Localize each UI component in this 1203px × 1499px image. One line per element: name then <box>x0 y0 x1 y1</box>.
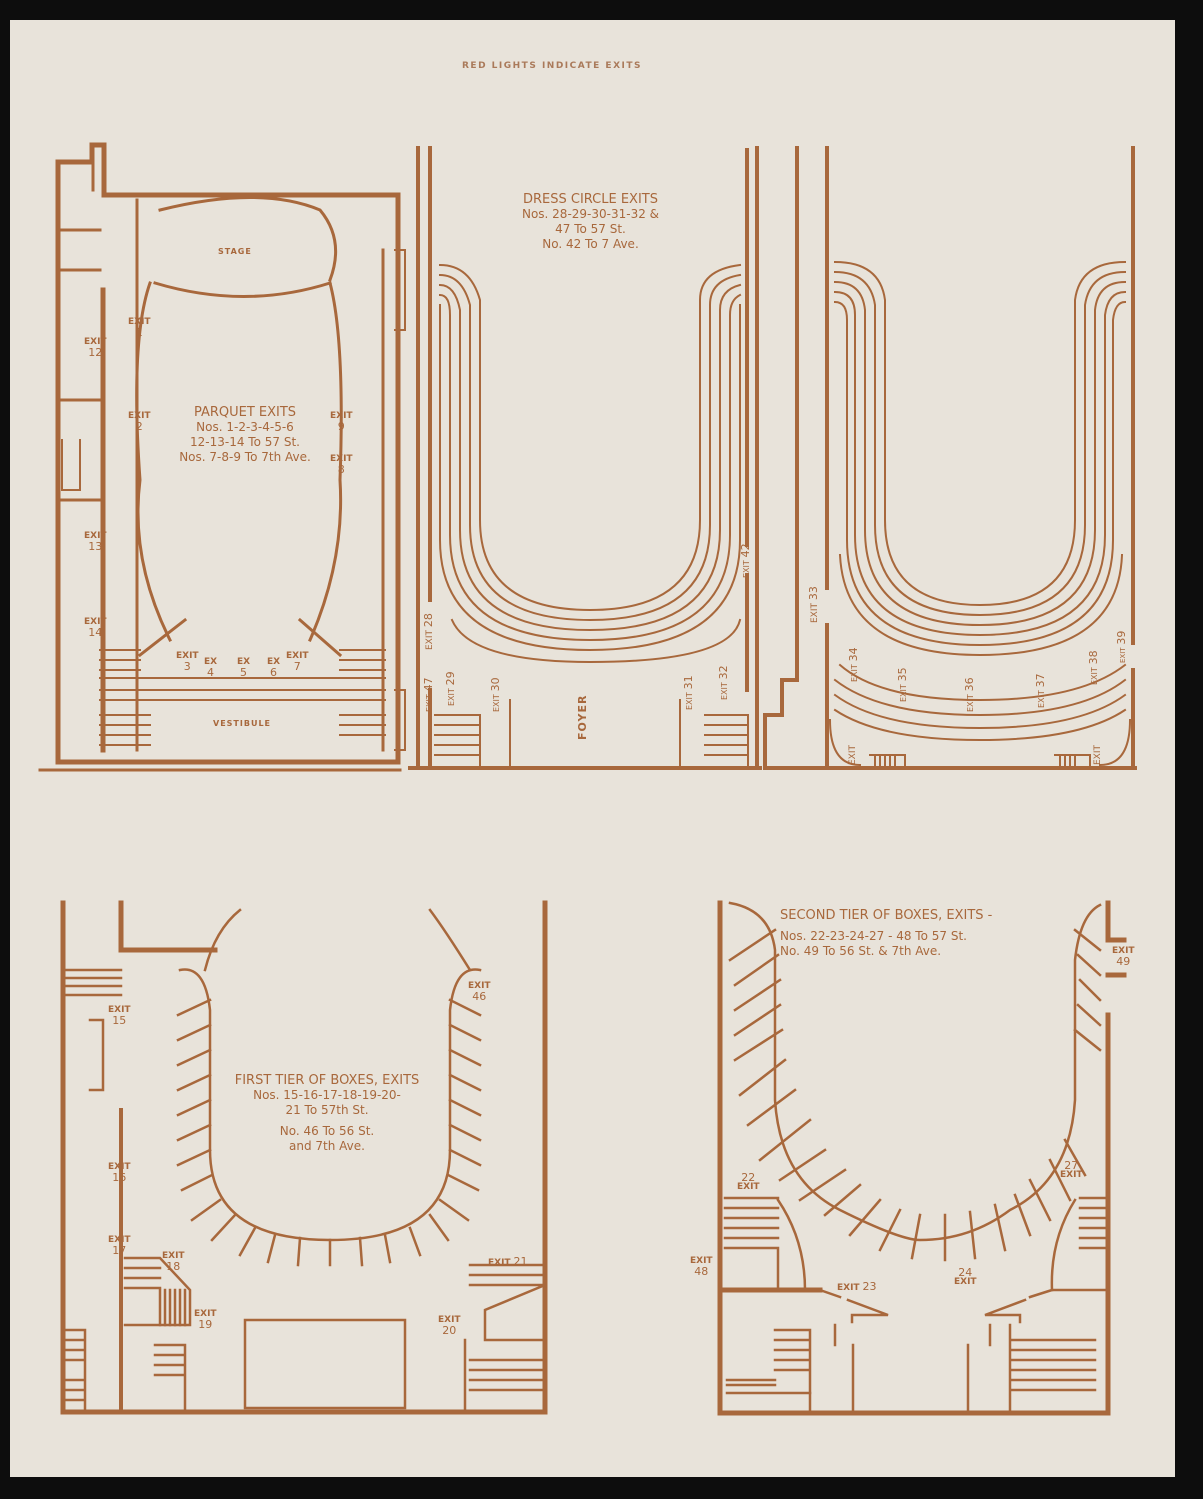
exit-30-label: EXIT 30 <box>489 677 502 712</box>
first-tier-line-2: 21 To 57th St. <box>285 1103 369 1117</box>
page-header: RED LIGHTS INDICATE EXITS <box>462 61 642 71</box>
exit-38-label: EXIT 38 <box>1087 650 1100 685</box>
exit-35-label: EXIT 35 <box>896 667 909 702</box>
second-tier-plan <box>717 900 1127 1416</box>
dress-circle-stairs <box>434 699 749 769</box>
second-tier-line-1: Nos. 22-23-24-27 - 48 To 57 St. <box>780 929 967 943</box>
exit-left-balcony-label: EXIT <box>848 744 858 765</box>
exit-37-label: EXIT 37 <box>1034 673 1047 708</box>
dress-circle-plan <box>408 146 762 770</box>
foyer-label: FOYER <box>576 694 589 740</box>
first-tier-plan <box>60 900 548 1415</box>
second-tier-exits-note: SECOND TIER OF BOXES, EXITS - Nos. 22-23… <box>780 908 992 959</box>
exit-21-label: EXIT 21 <box>488 1255 528 1268</box>
exit-29-label: EXIT 29 <box>444 671 457 706</box>
dress-circle-exits-note: DRESS CIRCLE EXITS Nos. 28-29-30-31-32 &… <box>498 192 683 252</box>
first-tier-exits-note: FIRST TIER OF BOXES, EXITS Nos. 15-16-17… <box>232 1073 422 1154</box>
exit-31-label: EXIT 31 <box>682 675 695 710</box>
first-tier-line-3: No. 46 To 56 St. <box>279 1124 375 1138</box>
balcony-plan <box>763 146 1137 770</box>
exit-36-label: EXIT 36 <box>963 677 976 712</box>
first-tier-title: FIRST TIER OF BOXES, EXITS <box>234 1073 420 1088</box>
balcony-rows <box>828 260 1132 769</box>
parquet-plan <box>38 142 402 772</box>
first-tier-boxes <box>64 908 547 1412</box>
parquet-title: PARQUET EXITS <box>193 405 297 420</box>
exit-23-label: EXIT 23 <box>837 1280 877 1293</box>
second-tier-boxes <box>723 901 1107 1415</box>
parquet-line-2: 12-13-14 To 57 St. <box>190 435 300 449</box>
dress-circle-title: DRESS CIRCLE EXITS <box>522 192 658 207</box>
first-tier-line-4: and 7th Ave. <box>289 1139 365 1153</box>
exit-28-label: EXIT 28 <box>422 613 435 650</box>
second-tier-line-2: No. 49 To 56 St. & 7th Ave. <box>780 944 942 958</box>
dress-circle-line-2: 47 To 57 St. <box>555 222 626 236</box>
parquet-line-3: Nos. 7-8-9 To 7th Ave. <box>179 450 311 464</box>
program-page <box>10 20 1175 1477</box>
exit-39-label: EXIT 39 <box>1115 630 1128 663</box>
dress-circle-line-1: Nos. 28-29-30-31-32 & <box>521 207 660 221</box>
exit-33-label: EXIT 33 <box>807 586 820 623</box>
second-tier-title: SECOND TIER OF BOXES, EXITS - <box>780 908 993 923</box>
exit-right-balcony-label: EXIT <box>1093 744 1103 765</box>
vestibule-label: VESTIBULE <box>213 719 272 728</box>
parquet-exits-note: PARQUET EXITS Nos. 1-2-3-4-5-6 12-13-14 … <box>150 405 340 465</box>
parquet-line-1: Nos. 1-2-3-4-5-6 <box>196 420 294 434</box>
dress-circle-line-3: No. 42 To 7 Ave. <box>542 237 639 251</box>
exit-42-label: EXIT 42 <box>739 543 752 578</box>
exit-34-label: EXIT 34 <box>847 647 860 682</box>
stage-label: STAGE <box>218 247 252 256</box>
dress-circle-rows <box>438 263 742 664</box>
parquet-stage-and-house <box>99 196 406 751</box>
exit-47-label: EXIT 47 <box>422 677 435 712</box>
first-tier-line-1: Nos. 15-16-17-18-19-20- <box>253 1088 401 1102</box>
exit-32-label: EXIT 32 <box>717 665 730 700</box>
